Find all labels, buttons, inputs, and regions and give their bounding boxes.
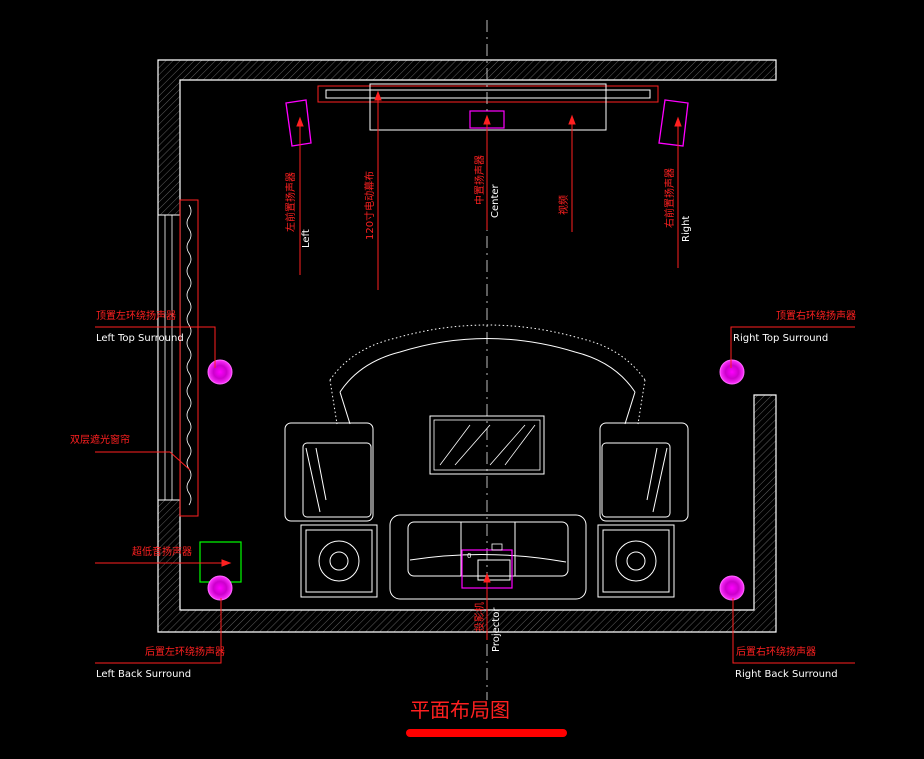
right-side-table	[597, 524, 675, 598]
right-front-speaker	[658, 99, 689, 147]
left-top-surround-speaker	[207, 359, 233, 385]
curved-sectional	[329, 324, 646, 425]
front-leaders	[296, 90, 682, 290]
three-seat-sofa	[389, 514, 587, 600]
tv-cn-label: 视频	[557, 195, 570, 215]
subwoofer-cn-label: 超低音扬声器	[132, 545, 192, 558]
center-cn-label: 中置扬声器	[473, 155, 486, 205]
left-top-surround-en-label: Left Top Surround	[96, 333, 184, 344]
left-back-surround-en-label: Left Back Surround	[96, 669, 191, 680]
back-surround-speakers	[207, 575, 745, 601]
walls	[157, 59, 777, 633]
center-en-label: Center	[490, 183, 501, 218]
left-speaker-cn-label: 左前置扬声器	[284, 172, 297, 232]
left-side-table	[300, 524, 378, 598]
right-top-surround-en-label: Right Top Surround	[733, 333, 828, 344]
projector-en-label: Projector	[491, 607, 502, 652]
right-back-surround-en-label: Right Back Surround	[735, 669, 838, 680]
left-armchair	[284, 422, 374, 522]
screen-unit	[317, 83, 659, 131]
right-top-surround-speaker	[719, 359, 745, 385]
screen-cn-label: 120寸电动幕布	[363, 171, 376, 240]
title-underline-bar	[406, 729, 567, 737]
right-back-surround-speaker	[719, 575, 745, 601]
top-surround-speakers	[207, 359, 745, 385]
right-top-surround-cn-label: 顶置右环绕扬声器	[776, 309, 856, 322]
svg-text:0: 0	[467, 552, 471, 560]
right-speaker-en-label: Right	[681, 216, 692, 242]
left-back-surround-cn-label: 后置左环绕扬声器	[145, 645, 225, 658]
coffee-table	[429, 415, 545, 475]
right-speaker-cn-label: 右前置扬声器	[663, 168, 676, 228]
drawing-title: 平面布局图	[410, 698, 510, 722]
window-curtain	[157, 199, 199, 517]
left-front-speaker	[285, 99, 312, 147]
projector-cn-label: 投影机	[473, 602, 486, 632]
curtain-cn-label: 双层遮光窗帘	[70, 433, 130, 446]
left-top-surround-cn-label: 顶置左环绕扬声器	[96, 309, 176, 322]
left-back-surround-speaker	[207, 575, 233, 601]
right-back-surround-cn-label: 后置右环绕扬声器	[736, 645, 816, 658]
right-armchair	[599, 422, 689, 522]
left-speaker-en-label: Left	[301, 229, 312, 248]
front-speakers	[285, 99, 689, 147]
